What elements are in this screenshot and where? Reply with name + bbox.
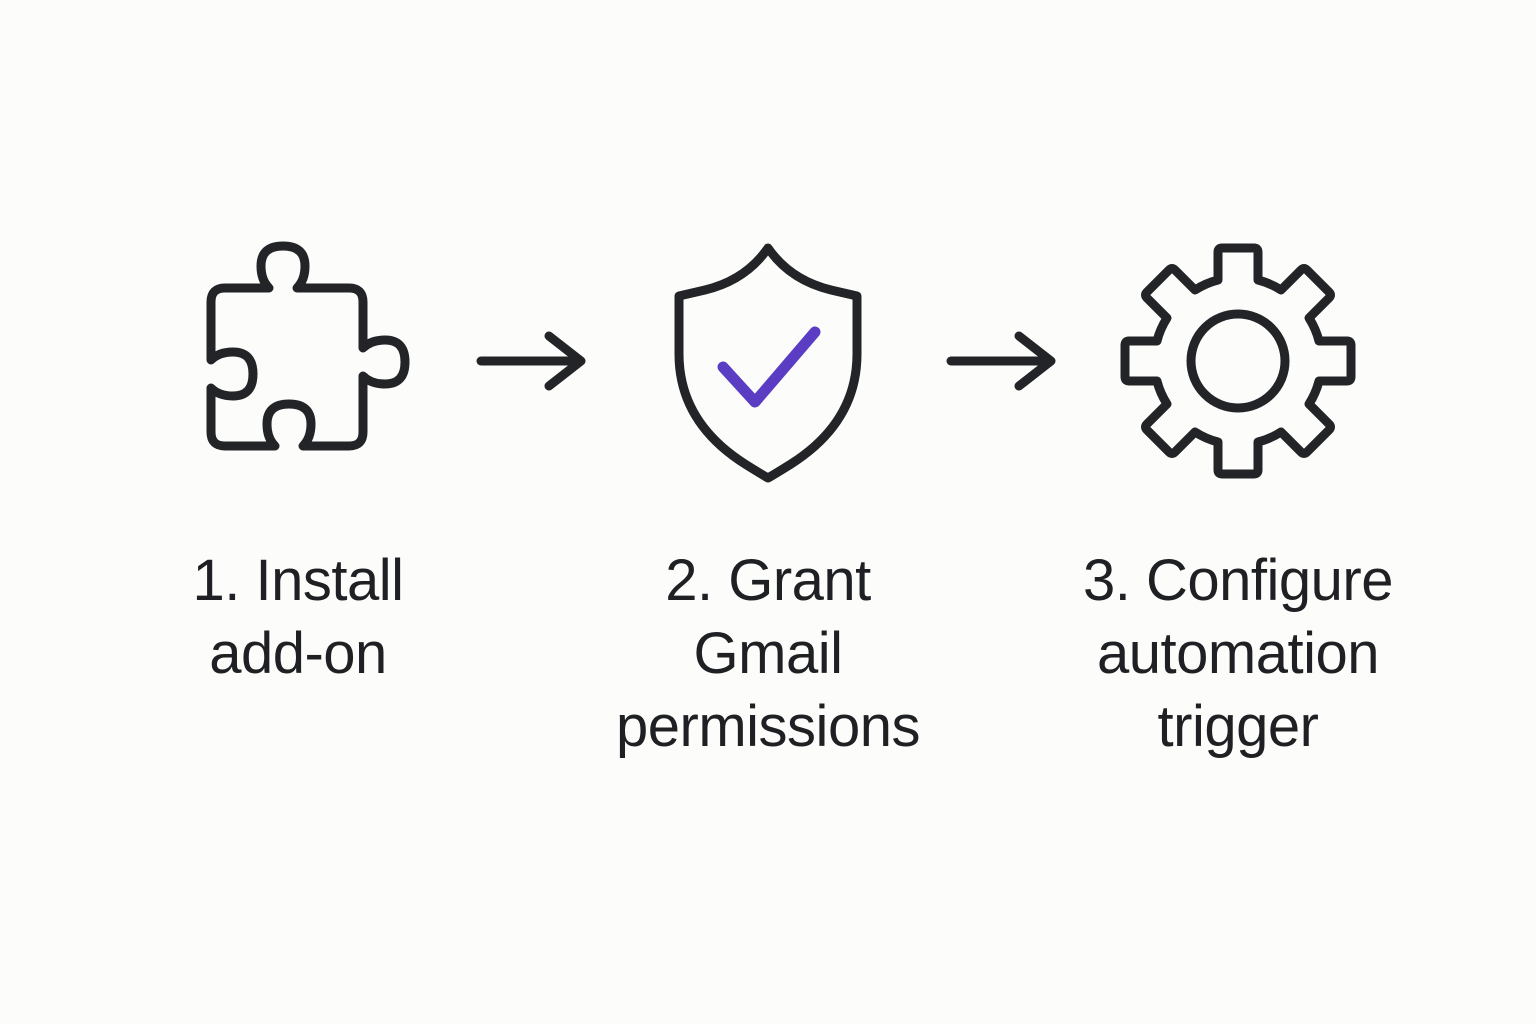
process-step-3: 3. Configure automation trigger bbox=[1073, 0, 1403, 763]
process-step-1: 1. Install add-on bbox=[133, 0, 463, 690]
process-step-2: 2. Grant Gmail permissions bbox=[603, 0, 933, 763]
gear-center-hole bbox=[1186, 309, 1290, 413]
step-label-1: 1. Install add-on bbox=[192, 548, 405, 686]
shield-outline bbox=[674, 243, 862, 483]
step-label-3: 3. Configure automation trigger bbox=[1083, 548, 1393, 759]
gear-icon bbox=[1113, 236, 1363, 486]
arrow-right-icon bbox=[476, 331, 586, 391]
shield-check-icon bbox=[643, 236, 893, 486]
check-mark bbox=[717, 326, 821, 408]
gear-outline bbox=[1120, 243, 1356, 479]
puzzle-piece-icon bbox=[173, 236, 423, 486]
step-label-2: 2. Grant Gmail permissions bbox=[616, 548, 920, 759]
connector-arrow-2 bbox=[933, 0, 1073, 486]
arrow-right-icon bbox=[946, 331, 1056, 391]
connector-arrow-1 bbox=[463, 0, 603, 486]
